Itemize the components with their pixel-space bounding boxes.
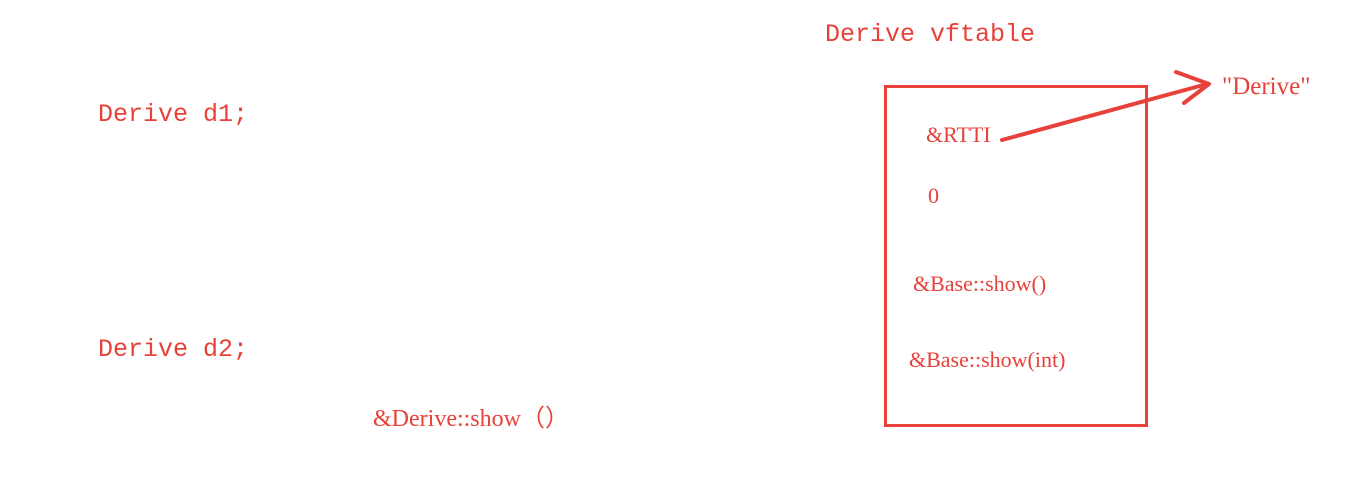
derive-show-entry: &Derive::show（） [373, 406, 569, 432]
vftable-entry-base-show: &Base::show() [913, 271, 1047, 296]
rtti-type-name: "Derive" [1222, 73, 1311, 100]
vftable-entry-rtti: &RTTI [926, 122, 991, 147]
object-d2-declaration: Derive d2; [98, 335, 249, 364]
vftable-box [884, 85, 1148, 427]
vftable-title: Derive vftable [825, 20, 1036, 49]
object-d1-declaration: Derive d1; [98, 100, 249, 129]
vftable-entry-base-show-int: &Base::show(int) [909, 347, 1066, 372]
vftable-entry-offset: 0 [928, 183, 939, 208]
rtti-arrow-head [1174, 70, 1211, 105]
